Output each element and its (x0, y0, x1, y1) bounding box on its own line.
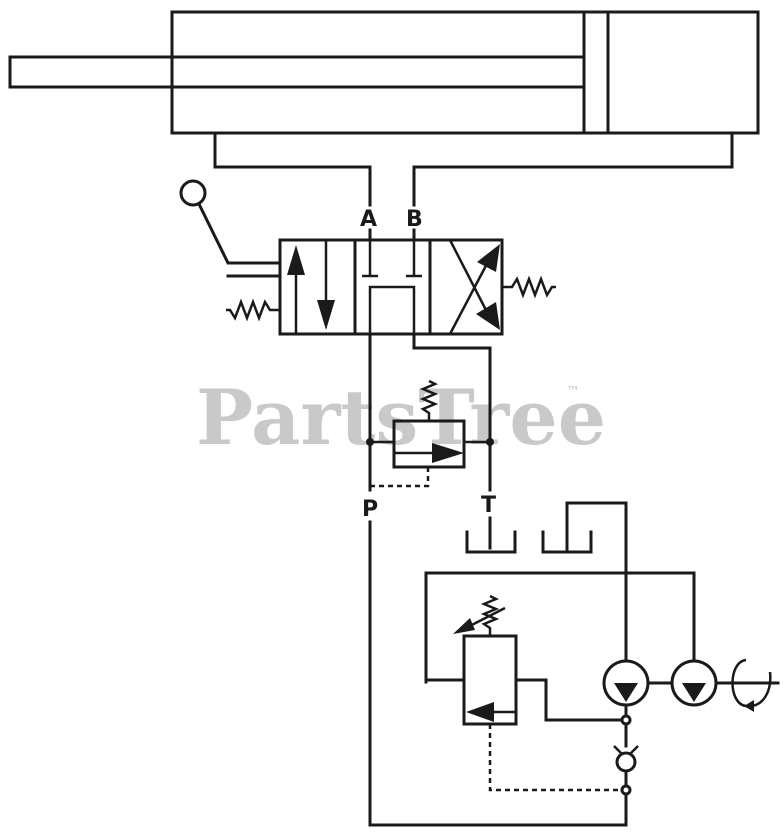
line-b (412, 131, 734, 207)
cross-port-relief-valve (366, 379, 494, 488)
port-t-label: T (481, 493, 496, 518)
arrow-cross-down-icon (476, 302, 500, 330)
cross-arrow-2-shaft (448, 239, 490, 315)
tank-line-upper (412, 332, 492, 492)
relief-inlet-line (514, 678, 628, 722)
arrow-left-icon (466, 702, 494, 722)
pump-1-triangle-icon (614, 683, 638, 702)
arrow-cross-up-icon (477, 244, 500, 272)
directional-control-valve (226, 238, 556, 336)
watermark: PartsTree ™ (196, 373, 606, 462)
relief-pilot-line (370, 467, 430, 488)
pump-assembly (424, 571, 780, 803)
lever-arm (196, 201, 282, 265)
junction-dot (620, 784, 632, 796)
port-b-label: B (406, 207, 423, 232)
cylinder-barrel (170, 10, 760, 135)
arrow-right-icon (432, 443, 464, 463)
hydraulic-cylinder (8, 10, 760, 135)
tank-reservoir-1 (465, 530, 517, 554)
arrow-down-icon (317, 300, 335, 330)
valve-left-spring-icon (226, 298, 280, 322)
cylinder-rod (8, 55, 586, 89)
cylinder-lines (213, 131, 734, 207)
pump-2-triangle-icon (682, 683, 706, 702)
pump-return-loop (424, 571, 696, 684)
line-a (213, 131, 372, 207)
main-relief-spring-icon (480, 594, 500, 636)
watermark-text: PartsTree (196, 373, 606, 462)
junction-dot (486, 438, 494, 446)
adjustable-arrow-icon (453, 618, 475, 634)
rotation-arrow-icon (744, 700, 754, 712)
lever-knob-icon[interactable] (179, 179, 207, 207)
port-a-label: A (360, 207, 377, 232)
pressure-line-lower (368, 520, 628, 827)
valve-right-spring-icon (502, 275, 556, 299)
watermark-trademark: ™ (566, 384, 580, 400)
port-p-label: P (362, 497, 378, 522)
junction-dot (366, 438, 374, 446)
center-p-t-path (368, 285, 416, 334)
cross-arrow-1-shaft (448, 257, 492, 335)
suction-line (565, 501, 628, 662)
junction-dot (620, 714, 632, 726)
check-valve-ball-icon (615, 751, 637, 773)
arrow-up-icon (287, 245, 305, 275)
hand-lever[interactable] (179, 179, 282, 278)
relief-spring-icon (419, 379, 439, 421)
main-relief-pilot-line (488, 724, 626, 792)
